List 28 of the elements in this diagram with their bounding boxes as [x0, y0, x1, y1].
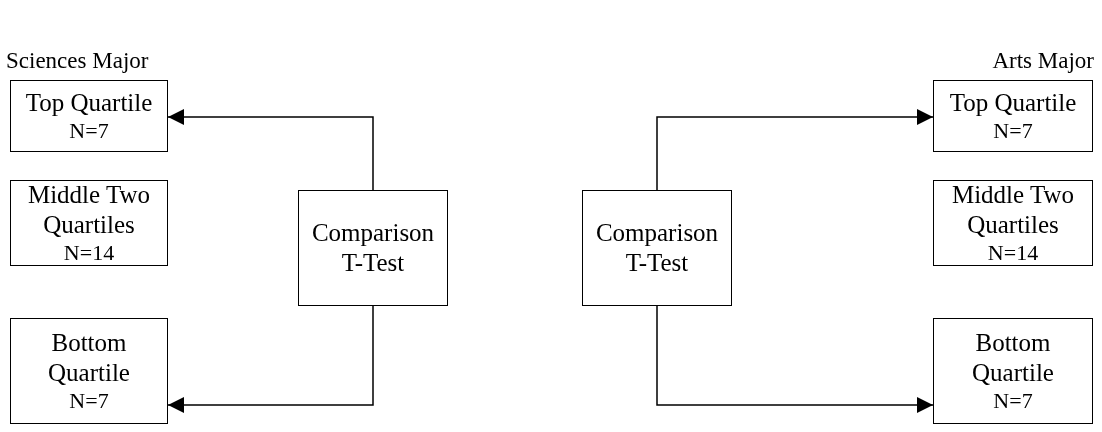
arrow — [167, 109, 374, 191]
sample-size: N=7 — [993, 117, 1033, 145]
box-title: Comparison T-Test — [594, 218, 720, 278]
process-box — [298, 190, 448, 306]
process-box — [933, 318, 1093, 424]
arrow — [656, 305, 934, 413]
sample-size: N=7 — [69, 387, 109, 415]
process-box — [10, 318, 168, 424]
box-title: Comparison T-Test — [310, 218, 436, 278]
box-title: Bottom Quartile — [47, 327, 131, 388]
sample-size: N=7 — [993, 387, 1033, 415]
process-box — [10, 180, 168, 266]
process-box — [933, 180, 1093, 266]
process-box — [582, 190, 732, 306]
sample-size: N=14 — [63, 239, 115, 267]
box-title: Top Quartile — [949, 87, 1077, 118]
sample-size: N=14 — [987, 239, 1039, 267]
box-title: Bottom Quartile — [971, 327, 1055, 388]
arrow — [167, 305, 374, 413]
box-title: Top Quartile — [25, 87, 153, 118]
sample-size: N=7 — [69, 117, 109, 145]
box-title: Middle Two Quartiles — [950, 179, 1076, 240]
process-box — [10, 80, 168, 152]
box-title: Middle Two Quartiles — [26, 179, 152, 240]
process-box — [933, 80, 1093, 152]
arrow — [656, 109, 934, 191]
column-heading: Arts Major — [992, 48, 1094, 74]
column-heading: Sciences Major — [6, 48, 149, 74]
